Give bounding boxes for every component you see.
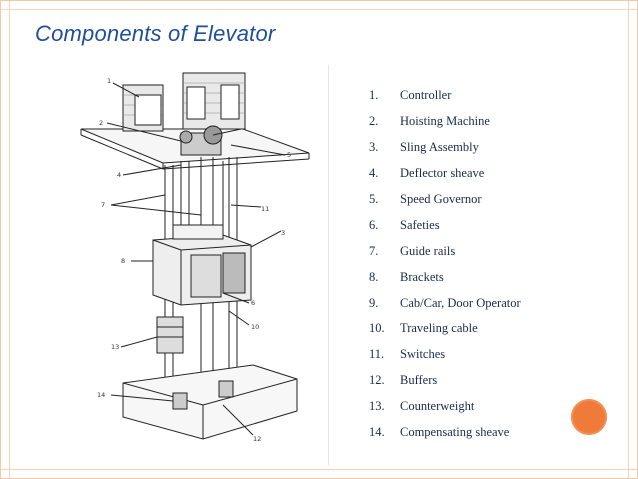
elevator-diagram: 1 2 3 4 5 6 7 8 10 11 12 13 14 bbox=[80, 72, 310, 443]
item-label: Speed Governor bbox=[400, 192, 482, 206]
component-list: 1. Controller 2. Hoisting Machine 3. Sling … bbox=[369, 83, 521, 445]
accent-circle bbox=[571, 399, 607, 435]
item-label: Deflector sheave bbox=[400, 166, 485, 181]
item-label: Brackets bbox=[400, 269, 444, 284]
item-number: 7. bbox=[369, 243, 379, 258]
item-number: 11. bbox=[369, 347, 385, 362]
list-item: 1. Controller bbox=[369, 83, 521, 109]
callout-1: 1 bbox=[107, 77, 111, 85]
item-label: Cab/Car, Door Operator bbox=[400, 295, 521, 310]
item-label: Traveling cable bbox=[400, 321, 478, 336]
item-number: 1. bbox=[369, 88, 379, 103]
callout-7: 7 bbox=[101, 201, 105, 209]
item-number: 12. bbox=[369, 373, 385, 388]
item-label: Hoisting Machine bbox=[400, 114, 490, 129]
item-number: 10. bbox=[369, 321, 385, 336]
list-item: 12. Buffers bbox=[369, 368, 521, 394]
list-item: 5. Speed Governor bbox=[369, 187, 521, 213]
border-line-left bbox=[9, 1, 10, 478]
callout-6: 6 bbox=[251, 299, 255, 307]
callout-4: 4 bbox=[117, 171, 121, 179]
list-item: 11. Switches bbox=[369, 342, 521, 368]
border-line-bottom bbox=[1, 469, 637, 470]
item-label: Safeties bbox=[400, 217, 440, 232]
slide-title: Components of Elevator bbox=[35, 21, 276, 46]
list-item: 8. Brackets bbox=[369, 264, 521, 290]
list-item: 13. Counterweight bbox=[369, 394, 521, 420]
counterweight bbox=[156, 316, 184, 354]
list-item: 3. Sling Assembly bbox=[369, 135, 521, 161]
item-number: 9. bbox=[369, 295, 379, 310]
pit bbox=[122, 364, 298, 440]
item-number: 6. bbox=[369, 217, 379, 232]
callout-13: 13 bbox=[111, 343, 119, 351]
item-label: Buffers bbox=[400, 373, 438, 388]
item-number: 5. bbox=[369, 192, 379, 206]
item-number: 2. bbox=[369, 114, 379, 129]
item-number: 13. bbox=[369, 399, 385, 414]
list-item: 10. Traveling cable bbox=[369, 316, 521, 342]
callout-8: 8 bbox=[121, 257, 125, 265]
list-item: 2. Hoisting Machine bbox=[369, 109, 521, 135]
item-label: Switches bbox=[400, 347, 446, 362]
list-item: 4. Deflector sheave bbox=[369, 161, 521, 187]
callout-5: 5 bbox=[287, 151, 291, 159]
item-label: Counterweight bbox=[400, 399, 475, 414]
callout-14: 14 bbox=[97, 391, 105, 399]
item-number: 8. bbox=[369, 269, 379, 284]
list-item: 14. Compensating sheave bbox=[369, 420, 521, 446]
border-line-right bbox=[628, 1, 629, 478]
list-item: 9. Cab/Car, Door Operator bbox=[369, 290, 521, 316]
column-divider bbox=[328, 65, 329, 465]
list-item: 6. Safeties bbox=[369, 212, 521, 238]
list-item: 7. Guide rails bbox=[369, 238, 521, 264]
callout-12: 12 bbox=[253, 435, 261, 443]
item-label: Sling Assembly bbox=[400, 140, 479, 155]
callout-11: 11 bbox=[261, 205, 269, 213]
callout-2: 2 bbox=[99, 119, 103, 127]
controller-cabinet bbox=[134, 94, 162, 126]
item-number: 4. bbox=[369, 166, 379, 181]
item-label: Guide rails bbox=[400, 243, 456, 258]
callout-3: 3 bbox=[281, 229, 285, 237]
item-label: Compensating sheave bbox=[400, 425, 510, 440]
item-label: Controller bbox=[400, 88, 452, 103]
item-number: 14. bbox=[369, 425, 385, 440]
item-number: 3. bbox=[369, 140, 379, 155]
border-line-top bbox=[1, 9, 637, 10]
callout-10: 10 bbox=[251, 323, 259, 331]
